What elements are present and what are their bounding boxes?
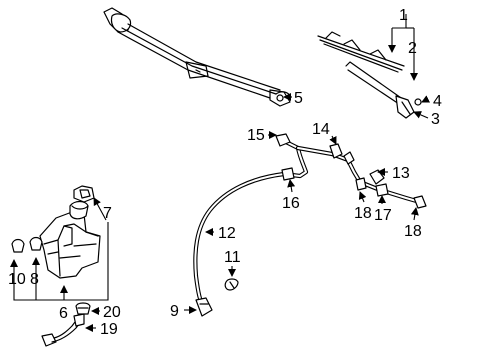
wiper-linkage bbox=[103, 7, 291, 107]
callout-6: 6 bbox=[59, 305, 68, 322]
callout-labels: 1 2 3 4 5 6 7 8 9 10 11 12 13 14 15 16 1… bbox=[8, 7, 442, 338]
callout-7: 7 bbox=[103, 205, 112, 222]
leader-lines bbox=[10, 14, 431, 332]
callout-14: 14 bbox=[312, 121, 330, 138]
callout-10: 10 bbox=[8, 271, 26, 288]
grommet-part-20 bbox=[75, 302, 91, 315]
callout-18b: 18 bbox=[404, 223, 422, 240]
callout-4: 4 bbox=[433, 93, 442, 110]
callout-15: 15 bbox=[247, 127, 265, 144]
callout-9: 9 bbox=[170, 303, 179, 320]
callout-12: 12 bbox=[218, 225, 236, 242]
washer-hose-assembly bbox=[193, 133, 427, 317]
callout-19: 19 bbox=[100, 321, 118, 338]
callout-8: 8 bbox=[30, 271, 39, 288]
callout-11: 11 bbox=[224, 249, 241, 266]
callout-2: 2 bbox=[408, 40, 417, 57]
washer-reservoir bbox=[39, 200, 101, 279]
callout-13: 13 bbox=[392, 165, 410, 182]
callout-17: 17 bbox=[374, 207, 392, 224]
callout-18a: 18 bbox=[354, 205, 372, 222]
callout-1: 1 bbox=[399, 7, 408, 24]
pump-part-8 bbox=[29, 236, 43, 251]
callout-20: 20 bbox=[103, 304, 121, 321]
callout-3: 3 bbox=[431, 111, 440, 128]
wiper-arm bbox=[345, 61, 415, 119]
callout-16: 16 bbox=[282, 195, 300, 212]
callout-5: 5 bbox=[294, 90, 303, 107]
grommet-part-10 bbox=[11, 238, 25, 253]
reservoir-cap-part-7 bbox=[73, 185, 95, 203]
clip-part-11 bbox=[224, 278, 239, 291]
hose-part-19 bbox=[41, 313, 85, 347]
nut-part-4 bbox=[414, 98, 422, 106]
wiper-blade bbox=[317, 31, 405, 73]
